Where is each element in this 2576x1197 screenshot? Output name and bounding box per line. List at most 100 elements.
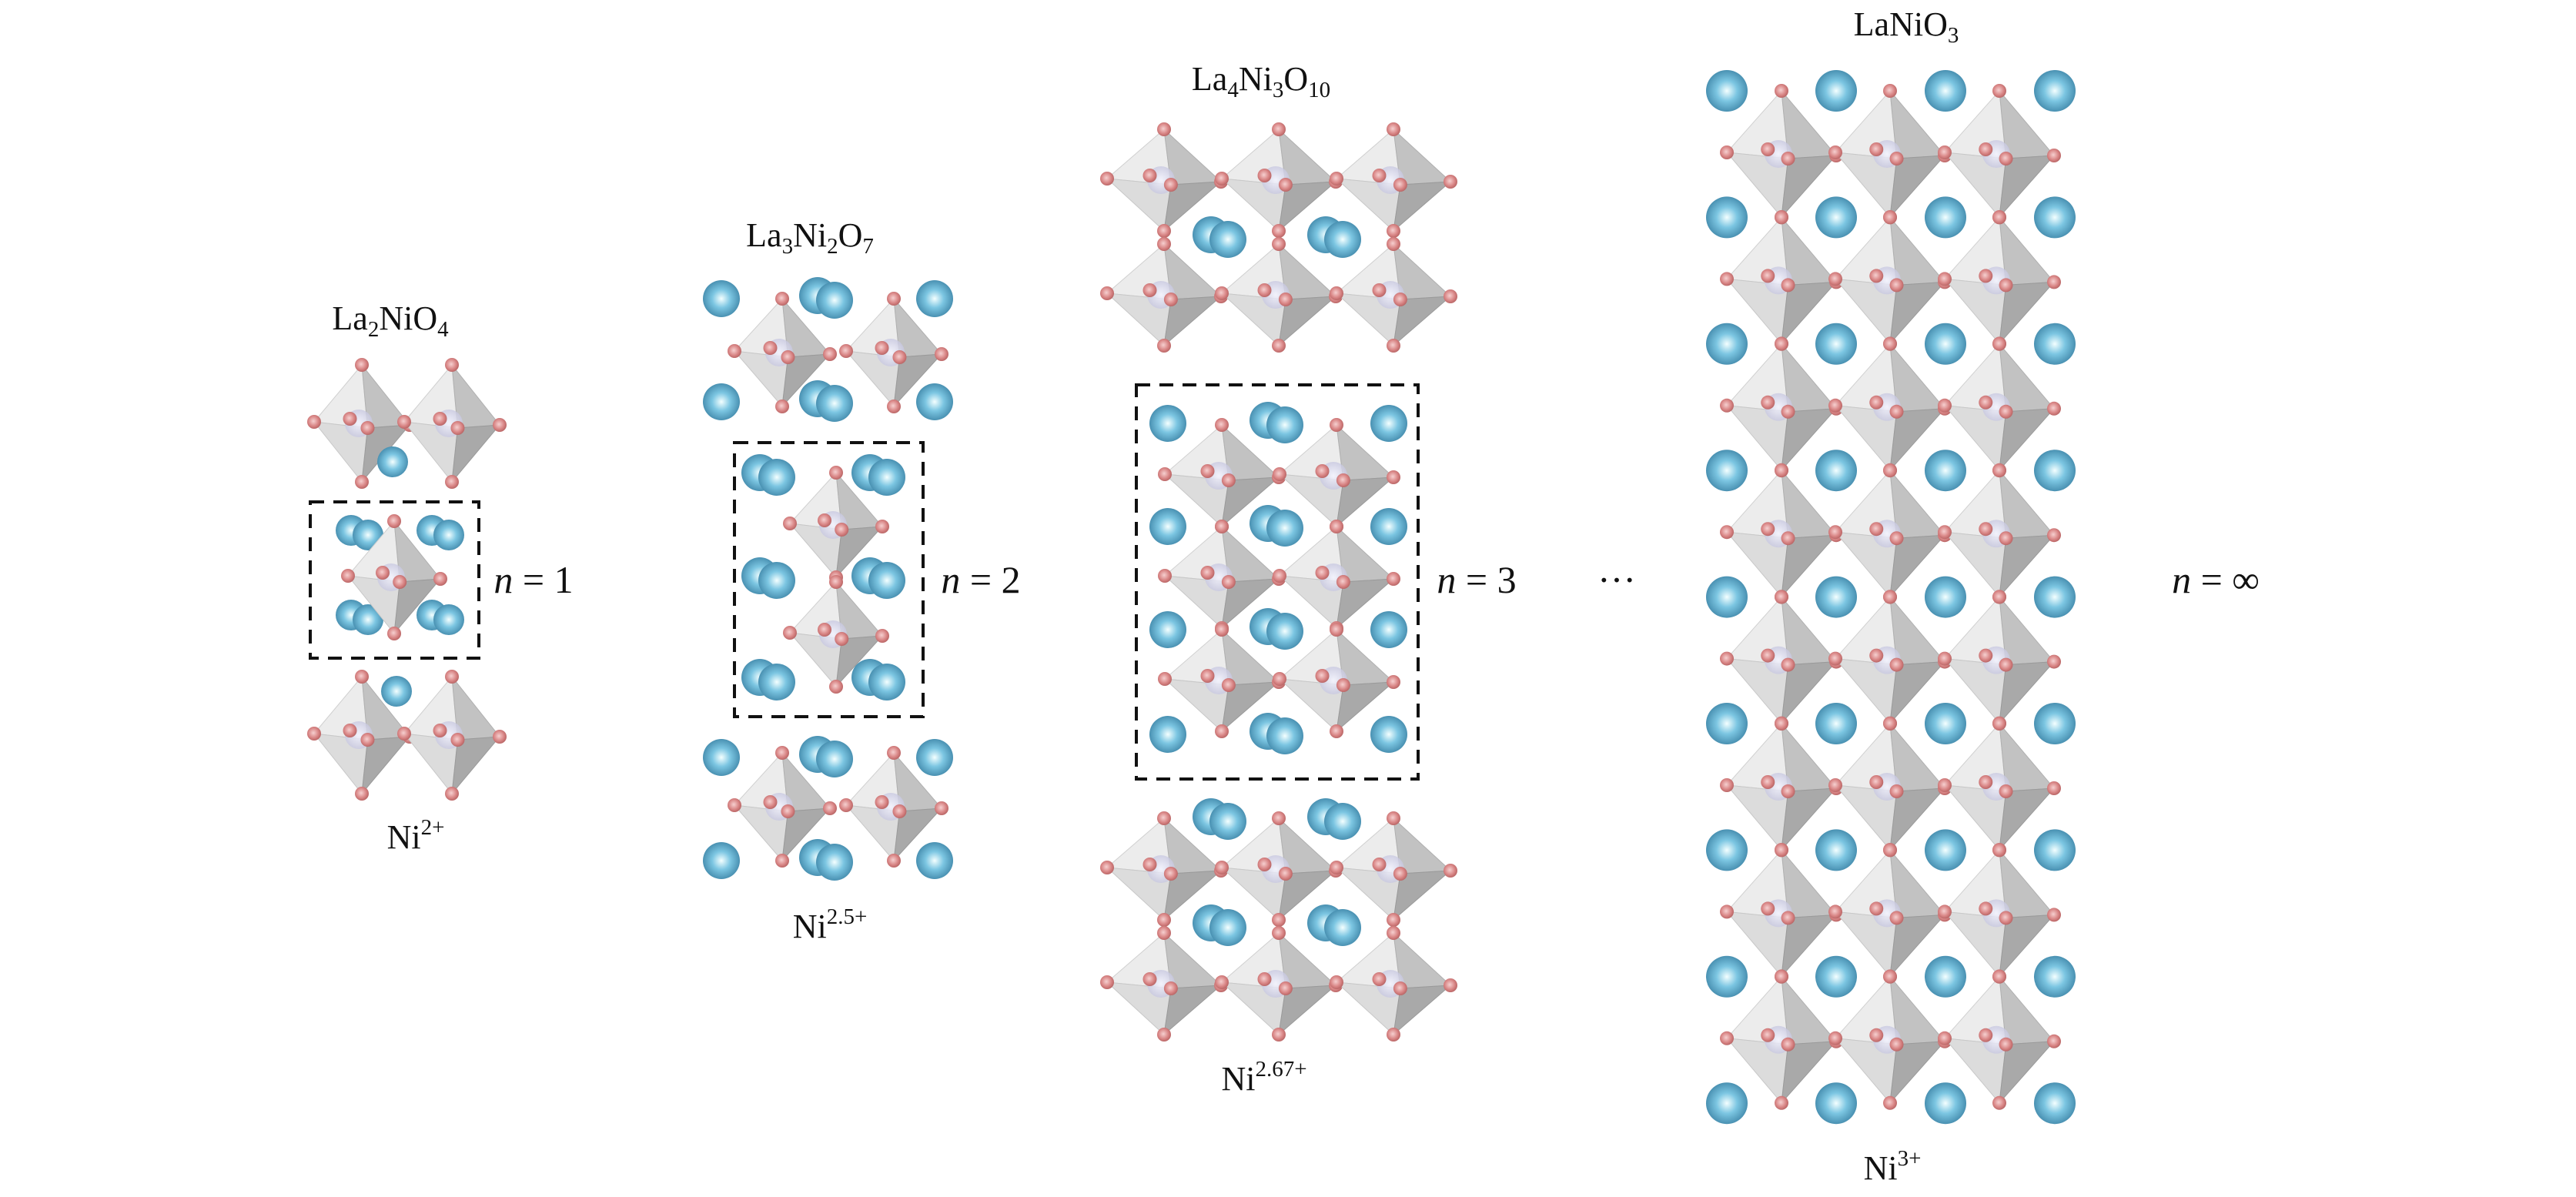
o-atom [1938,145,1952,159]
octahedron-face [1278,181,1337,232]
o-atom [355,787,369,801]
o-atom [2047,908,2061,922]
la-atom [1149,405,1186,442]
o-atom [1272,913,1286,927]
octahedron-face [893,807,943,862]
o-atom [1889,657,1904,672]
octahedron-face [835,526,884,579]
o-atom [1387,926,1400,940]
o-atom [493,418,507,432]
octahedron-face [1781,281,1838,345]
octahedron-face [1781,787,1838,851]
o-atom [1869,522,1884,537]
octahedron-face [451,736,501,795]
o-atom [1315,464,1330,478]
o-atom [1889,152,1904,166]
o-atom [1215,520,1229,533]
o-atom [1158,569,1172,583]
la-atom [1925,829,1966,871]
la-atom [1706,576,1748,618]
o-atom [1221,678,1236,692]
o-atom [1372,858,1387,871]
o-atom [1215,861,1229,874]
octahedron-face [1221,476,1280,528]
o-atom [1720,778,1734,792]
la-atom [1815,703,1857,744]
la-atom [2034,829,2076,871]
o-atom [1157,811,1171,825]
valence-la4ni3o10: Ni2.67+ [1221,1057,1306,1098]
o-atom [397,415,411,429]
o-atom [892,804,907,818]
o-atom [355,475,369,489]
octahedron-face [1163,296,1223,347]
la-atom [1149,716,1186,753]
o-atom [1775,84,1788,98]
o-atom [1889,911,1904,925]
o-atom [1979,395,1993,410]
octahedron-face [1999,1041,2056,1105]
la-atom [816,844,853,881]
o-atom [1158,467,1172,481]
o-atom [1781,911,1795,925]
o-atom [1157,913,1171,927]
la-atom [1209,221,1246,258]
crystal-structures [307,70,2076,1125]
o-atom [1200,566,1215,580]
o-atom [1273,672,1286,686]
o-atom [1775,843,1788,858]
o-atom [1828,272,1842,286]
o-atom [1883,336,1897,351]
octahedron-face [1889,408,1946,472]
la-atom [703,739,740,776]
o-atom [493,730,507,744]
o-atom [341,569,355,583]
o-atom [1393,981,1407,995]
o-atom [1163,867,1178,881]
o-atom [1315,669,1330,683]
o-atom [1720,145,1734,159]
o-atom [1992,84,2006,98]
la-atom [1815,829,1857,871]
o-atom [1781,531,1795,546]
o-atom [1720,651,1734,666]
o-atom [1781,784,1795,798]
o-atom [393,575,407,589]
o-atom [1883,84,1897,98]
o-atom [1720,525,1734,540]
o-atom [1889,278,1904,293]
o-atom [1221,575,1236,589]
la-atom [916,842,953,879]
o-atom [2047,149,2061,162]
octahedron-face [1999,914,2056,978]
o-atom [1387,224,1400,238]
o-atom [1257,858,1272,871]
o-atom [1999,531,2013,546]
la-atom [2034,703,2076,744]
la-atom [433,520,464,550]
octahedron-face [1999,408,2056,472]
la-atom [816,282,853,319]
o-atom [775,854,789,868]
o-atom [1889,404,1904,419]
o-atom [445,475,459,489]
o-atom [763,795,778,809]
o-atom [1992,717,2006,731]
o-atom [1761,395,1775,410]
la-atom [816,385,853,422]
o-atom [1761,648,1775,663]
o-atom [892,350,907,364]
o-atom [1215,724,1229,738]
o-atom [1387,572,1400,586]
la-atom [1266,406,1303,443]
o-atom [728,344,741,358]
o-atom [1883,1095,1897,1110]
o-atom [1142,169,1157,182]
la-atom [1149,508,1186,545]
o-atom [1387,1028,1400,1042]
o-atom [1200,669,1215,683]
o-atom [1336,678,1350,692]
octahedron-face [1781,661,1838,725]
o-atom [1272,811,1286,825]
formula-la3ni2o7: La3Ni2O7 [746,216,874,259]
